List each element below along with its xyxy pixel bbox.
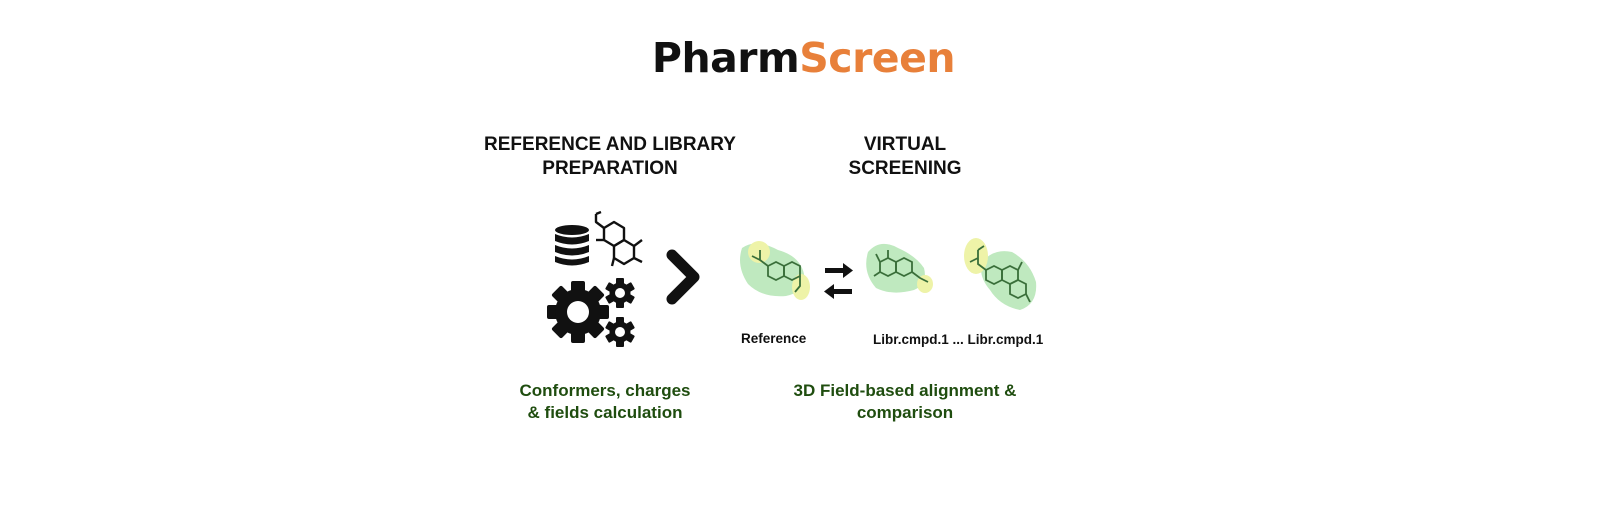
title-part-pharm: Pharm bbox=[651, 34, 800, 82]
molecule-icon bbox=[594, 210, 643, 267]
database-icon bbox=[555, 225, 589, 266]
step-heading-preparation: REFERENCE AND LIBRARY PREPARATION bbox=[484, 134, 736, 179]
swap-arrows-icon bbox=[824, 263, 853, 299]
library-molecule-icon bbox=[866, 243, 933, 293]
app-title: PharmScreen bbox=[0, 38, 1607, 79]
step-heading-screening: VIRTUAL SCREENING bbox=[848, 134, 962, 179]
library-molecule-icon bbox=[964, 238, 1037, 310]
library-compounds-label: Libr.cmpd.1 ... Libr.cmpd.1 bbox=[873, 332, 1044, 347]
step-caption-screening: 3D Field-based alignment & comparison bbox=[793, 381, 1017, 422]
gears-icon bbox=[547, 278, 635, 347]
chevron-right-icon bbox=[666, 249, 700, 305]
title-part-screen: Screen bbox=[799, 34, 956, 82]
reference-label: Reference bbox=[741, 331, 807, 346]
step-caption-preparation: Conformers, charges & fields calculation bbox=[519, 381, 691, 422]
reference-molecule-icon bbox=[740, 241, 810, 300]
